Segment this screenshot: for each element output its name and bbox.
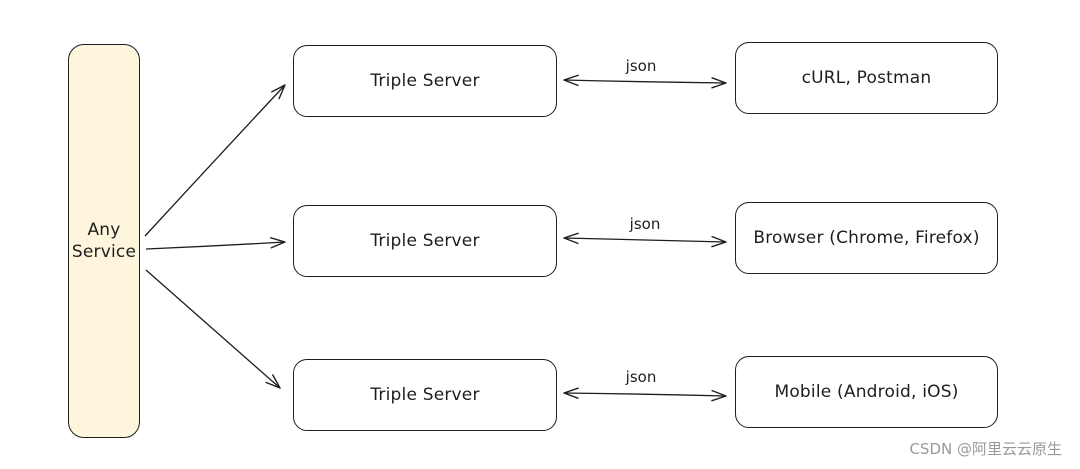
watermark-text: CSDN @阿里云云原生 xyxy=(909,440,1062,458)
triple-server-node-1: Triple Server xyxy=(293,45,557,117)
client-node-curl-postman: cURL, Postman xyxy=(735,42,998,114)
client-label: Mobile (Android, iOS) xyxy=(774,382,959,402)
server-label: Triple Server xyxy=(370,231,480,251)
server-label: Triple Server xyxy=(370,71,480,91)
any-service-node: Any Service xyxy=(68,44,140,438)
arrow-server-2-client-2 xyxy=(563,232,727,248)
service-label-line1: Any xyxy=(87,220,121,240)
triple-server-node-3: Triple Server xyxy=(293,359,557,431)
arrow-server-1-client-1 xyxy=(563,74,727,89)
client-label: cURL, Postman xyxy=(801,68,932,88)
arrow-service-to-server-2 xyxy=(145,237,286,250)
client-node-browser: Browser (Chrome, Firefox) xyxy=(735,202,998,274)
arrow-server-3-client-3 xyxy=(563,387,727,402)
edge-label-json: json xyxy=(629,215,661,233)
client-node-mobile: Mobile (Android, iOS) xyxy=(735,356,998,428)
server-label: Triple Server xyxy=(370,385,480,405)
service-label-line2: Service xyxy=(71,242,137,262)
edge-label-json: json xyxy=(625,368,657,386)
triple-server-node-2: Triple Server xyxy=(293,205,557,277)
arrow-service-to-server-3 xyxy=(145,269,281,389)
arrow-service-to-server-1 xyxy=(144,84,286,237)
edge-label-json: json xyxy=(625,57,657,75)
client-label: Browser (Chrome, Firefox) xyxy=(753,228,980,248)
